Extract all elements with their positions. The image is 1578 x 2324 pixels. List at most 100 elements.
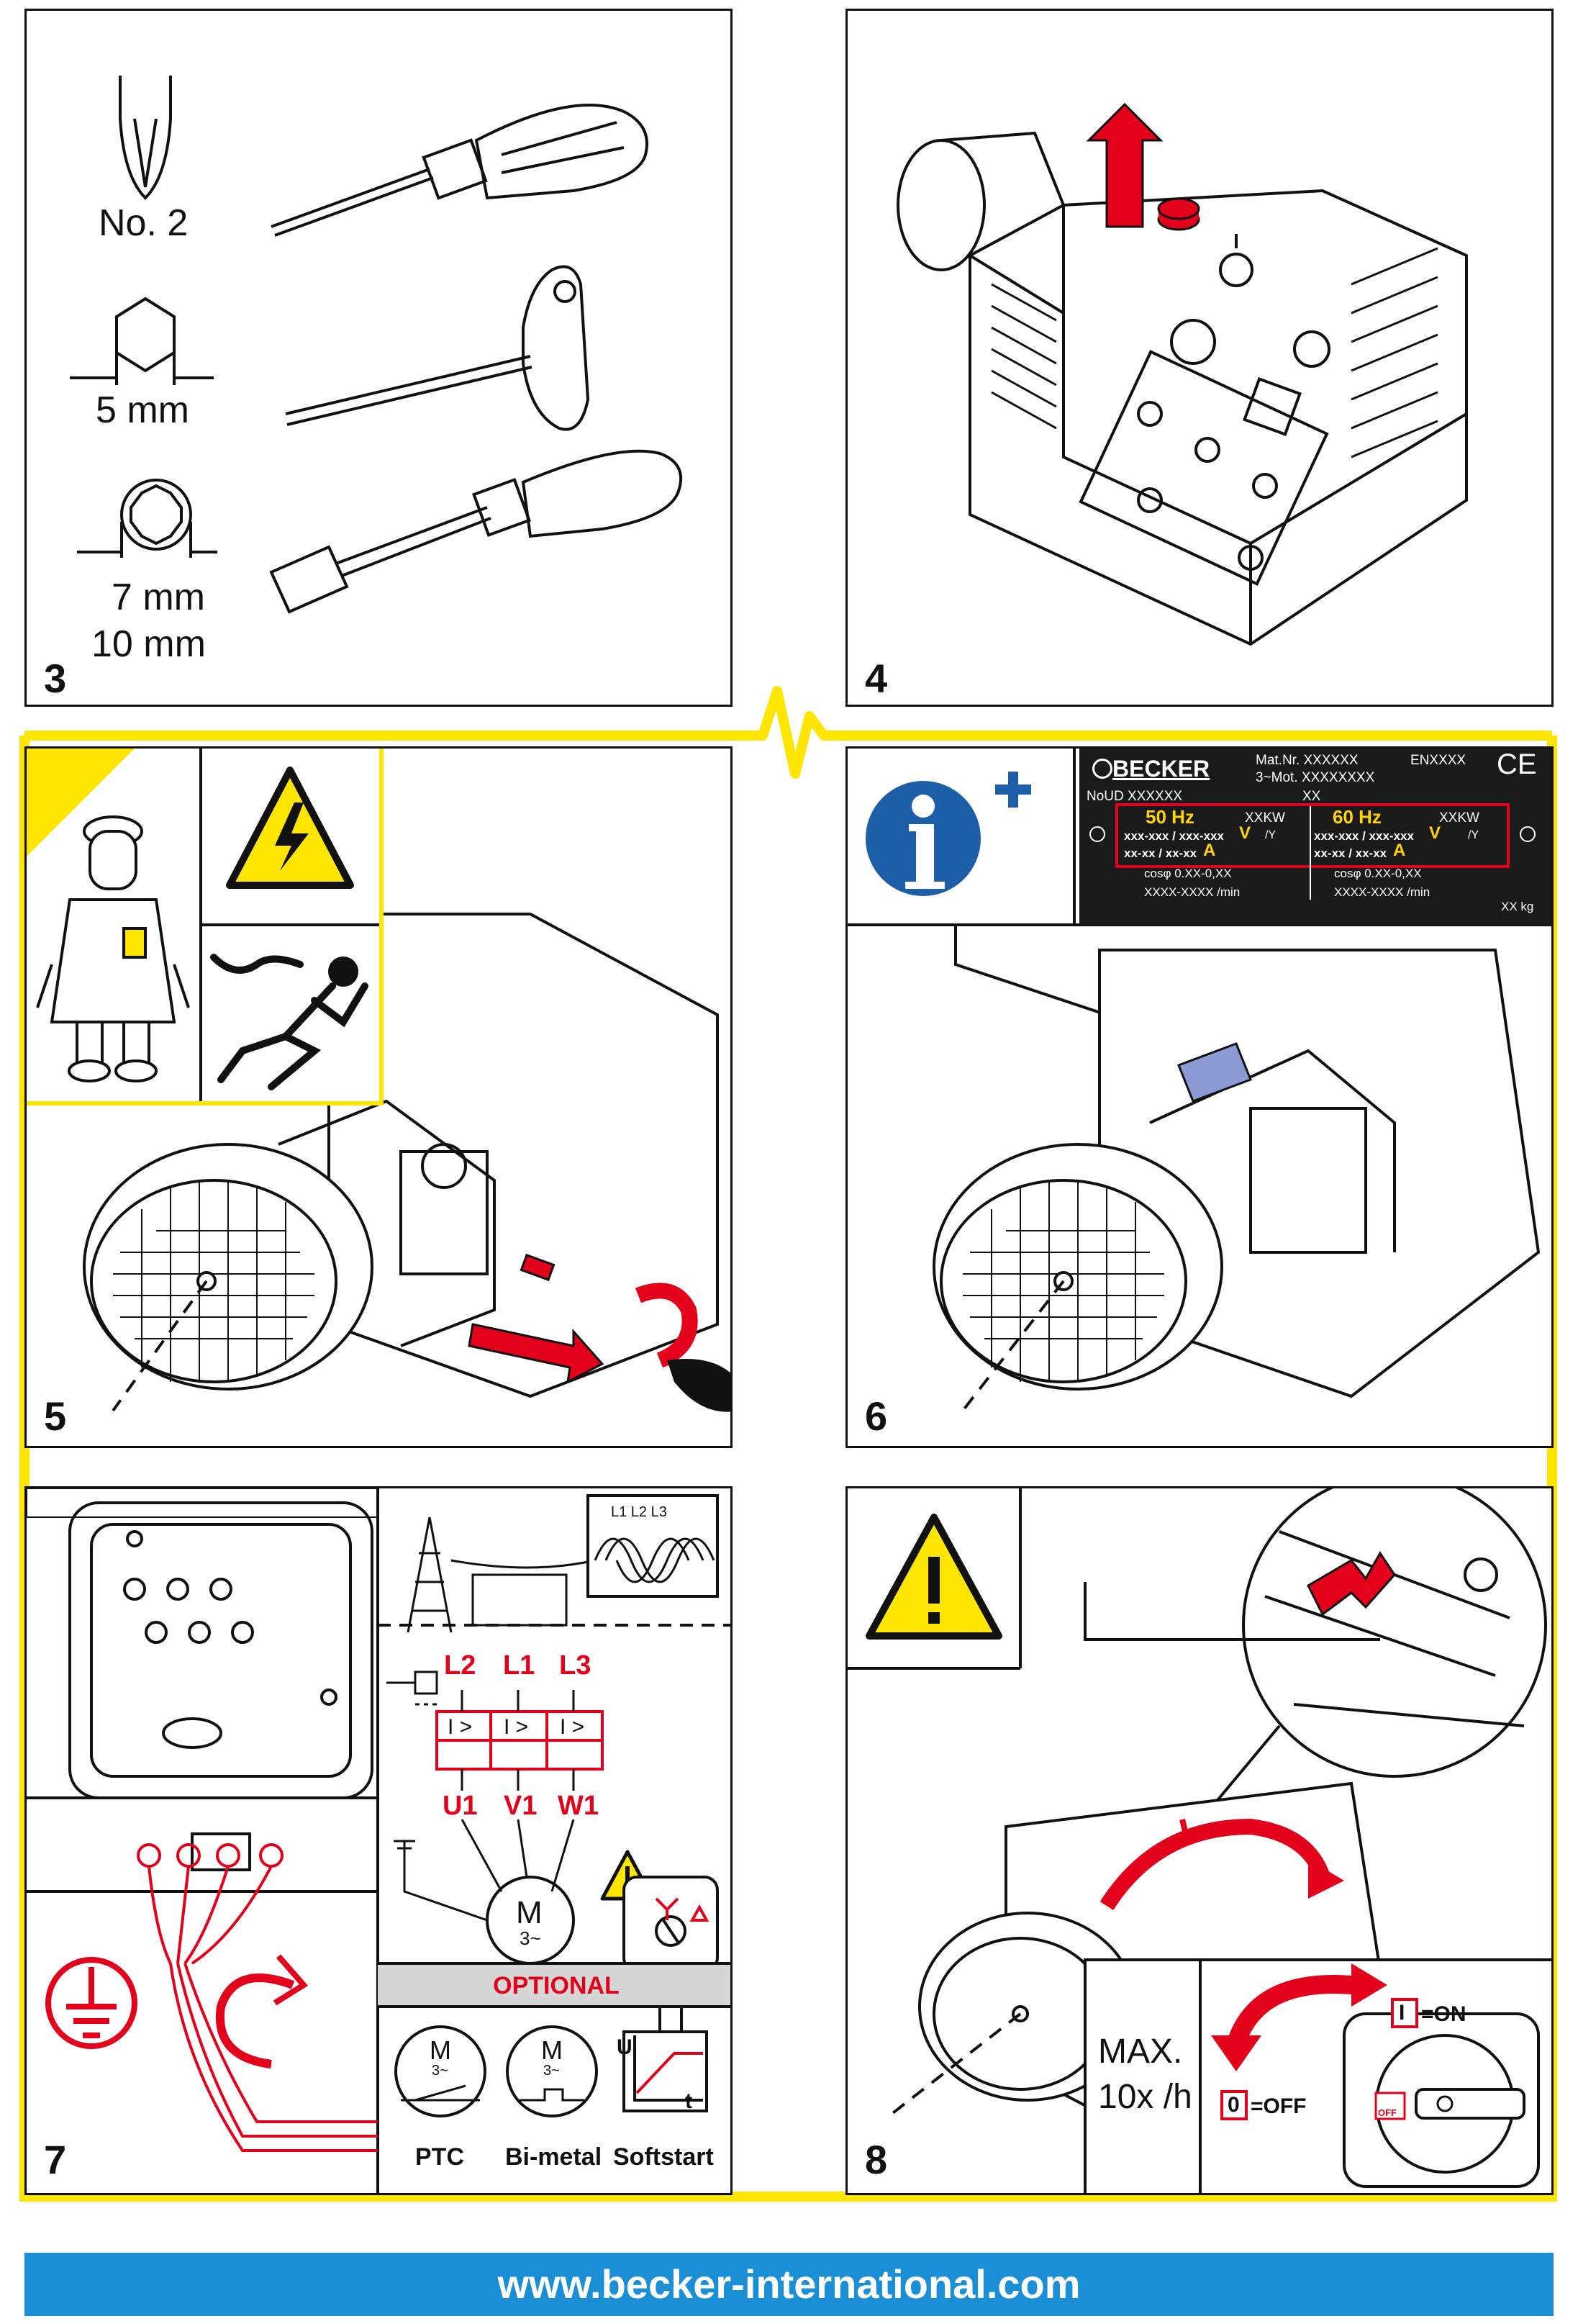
panel-5-electrical-safety: 5 bbox=[24, 746, 733, 1448]
off-key-box bbox=[1220, 2090, 1248, 2120]
tighten-nut-icon bbox=[215, 1954, 309, 2068]
ground-symbol-icon bbox=[45, 1957, 137, 2049]
brand-logo: BECKER bbox=[1112, 756, 1210, 782]
conn-60hz: /Y bbox=[1468, 829, 1479, 841]
t-handle-wrench-icon bbox=[285, 265, 590, 431]
panel-number: 5 bbox=[44, 1393, 67, 1439]
screwdriver-phillips-icon bbox=[271, 104, 648, 237]
panel-8-startup: MAX. 10x /h I =ON 0 =OFF OFF 8 bbox=[845, 1486, 1554, 2195]
option-softstart: Softstart bbox=[613, 2143, 714, 2171]
electric-shock-icon bbox=[210, 954, 368, 1090]
en-standard: ENXXXX bbox=[1410, 753, 1466, 768]
pump-illustration bbox=[897, 102, 1468, 646]
bimetal-motor-icon bbox=[506, 2025, 598, 2117]
nameplate-xx: XX bbox=[1302, 789, 1321, 804]
nameplate-highlight-icon bbox=[1177, 1042, 1252, 1103]
arrow-head-off bbox=[1211, 2035, 1261, 2071]
max-rate: 10x /h bbox=[1098, 2078, 1192, 2116]
terminal-box-icon bbox=[27, 1488, 378, 1893]
optional-header bbox=[378, 1963, 730, 2007]
nameplate-location-illustration bbox=[848, 749, 1551, 1412]
panel-number: 3 bbox=[44, 656, 67, 701]
info-plus-icon bbox=[866, 772, 1031, 896]
graph-u-label: U bbox=[617, 2035, 632, 2059]
website-footer[interactable]: www.becker-international.com bbox=[24, 2253, 1554, 2316]
cos-phi-60hz: cosφ 0.XX-0,XX bbox=[1334, 867, 1422, 880]
overload-3: I > bbox=[560, 1715, 585, 1739]
weight: XX kg bbox=[1501, 900, 1534, 913]
line-l1: L1 bbox=[503, 1650, 535, 1681]
terminal-v1: V1 bbox=[504, 1791, 538, 1821]
lift-arrow-icon bbox=[1086, 102, 1164, 228]
warning-inset-graphics bbox=[27, 749, 379, 1101]
volt-60hz: xxx-xxx / xxx-xxx bbox=[1314, 829, 1414, 843]
motor-symbol: M bbox=[516, 1895, 543, 1930]
panel-number: 6 bbox=[865, 1393, 888, 1439]
warning-inset bbox=[27, 749, 384, 1106]
hex-key-icon bbox=[70, 297, 214, 385]
rotation-direction-arrow-icon bbox=[1099, 1551, 1396, 1910]
cos-phi-50hz: cosφ 0.XX-0,XX bbox=[1144, 867, 1232, 880]
tools-illustration bbox=[70, 76, 682, 614]
panel-7-wiring: L1 L2 L3 L2 L1 L3 I > I > I > U1 V1 W1 M… bbox=[24, 1486, 733, 2195]
bimetal-motor-phase: 3~ bbox=[543, 2063, 560, 2079]
terminal-w1: W1 bbox=[558, 1791, 599, 1821]
overload-2: I > bbox=[504, 1715, 529, 1739]
motor-phase: 3~ bbox=[520, 1927, 541, 1949]
arrow-head-on bbox=[1351, 1963, 1387, 2007]
ce-mark: CE bbox=[1497, 749, 1537, 780]
line-l2: L2 bbox=[444, 1650, 476, 1681]
nameplate: BECKER Mat.Nr. XXXXXX 3~Mot. XXXXXXXX EN… bbox=[1079, 749, 1551, 925]
three-phase-sine-icon bbox=[594, 1537, 715, 1583]
freq-50hz: 50 Hz bbox=[1146, 806, 1194, 828]
amp-unit-60hz: A bbox=[1393, 841, 1406, 860]
phase-labels: L1 L2 L3 bbox=[611, 1504, 667, 1520]
bimetal-motor-label: M bbox=[541, 2035, 563, 2065]
optional-label: OPTIONAL bbox=[493, 1972, 620, 1999]
volt-50hz: xxx-xxx / xxx-xxx bbox=[1124, 829, 1224, 843]
main-switch-icon bbox=[1343, 2012, 1540, 2188]
line-l3: L3 bbox=[559, 1650, 591, 1681]
volt-unit-50hz: V bbox=[1239, 823, 1251, 843]
softstart-graph-icon bbox=[622, 2007, 708, 2112]
graph-t-label: t bbox=[685, 2089, 692, 2113]
power-50hz: XXKW bbox=[1245, 810, 1285, 826]
gear-icon bbox=[1092, 759, 1112, 779]
motor-cover-illustration bbox=[83, 913, 730, 1412]
zoom-circle bbox=[1242, 1488, 1547, 1778]
phillips-bit-icon bbox=[119, 76, 172, 200]
motor-icon bbox=[83, 913, 719, 1412]
pump-body-icon bbox=[897, 131, 1468, 646]
cable-connections-icon bbox=[137, 1843, 378, 2152]
bit-size-label: No. 2 bbox=[99, 202, 189, 244]
volt-unit-60hz: V bbox=[1429, 823, 1441, 843]
switch-rotation-arrow-icon bbox=[1227, 1975, 1361, 2052]
nameplate-divider bbox=[1310, 806, 1311, 900]
panel-number: 8 bbox=[865, 2137, 888, 2182]
off-key: 0 bbox=[1228, 2093, 1240, 2117]
amp-unit-50hz: A bbox=[1203, 841, 1216, 860]
rpm-60hz: XXXX-XXXX /min bbox=[1334, 885, 1430, 899]
startup-illustration bbox=[848, 1488, 1551, 2193]
amp-60hz: xx-xx / xx-xx bbox=[1314, 846, 1387, 860]
panel-3-tools: No. 2 5 mm 7 mm 10 mm 3 bbox=[24, 9, 733, 707]
ptc-motor-phase: 3~ bbox=[432, 2063, 448, 2079]
panel-number: 7 bbox=[44, 2137, 67, 2182]
socket-icon bbox=[77, 479, 217, 558]
option-bimetal: Bi-metal bbox=[505, 2143, 602, 2171]
conn-50hz: /Y bbox=[1265, 829, 1277, 841]
switch-off-label: OFF bbox=[1378, 2107, 1397, 2118]
frequency-box bbox=[1115, 803, 1510, 868]
off-label: =OFF bbox=[1251, 2094, 1307, 2118]
panel-number: 4 bbox=[865, 656, 888, 701]
on-key-box bbox=[1391, 1998, 1418, 2028]
power-60hz: XXKW bbox=[1439, 810, 1479, 826]
screw-removal-arrow-icon bbox=[468, 1253, 730, 1412]
star-delta-switch-icon bbox=[622, 1876, 719, 1972]
caution-warning-icon bbox=[866, 1514, 1002, 1640]
overload-relay-icon bbox=[435, 1710, 604, 1771]
ptc-motor-label: M bbox=[430, 2035, 451, 2065]
on-key: I bbox=[1399, 2001, 1405, 2025]
